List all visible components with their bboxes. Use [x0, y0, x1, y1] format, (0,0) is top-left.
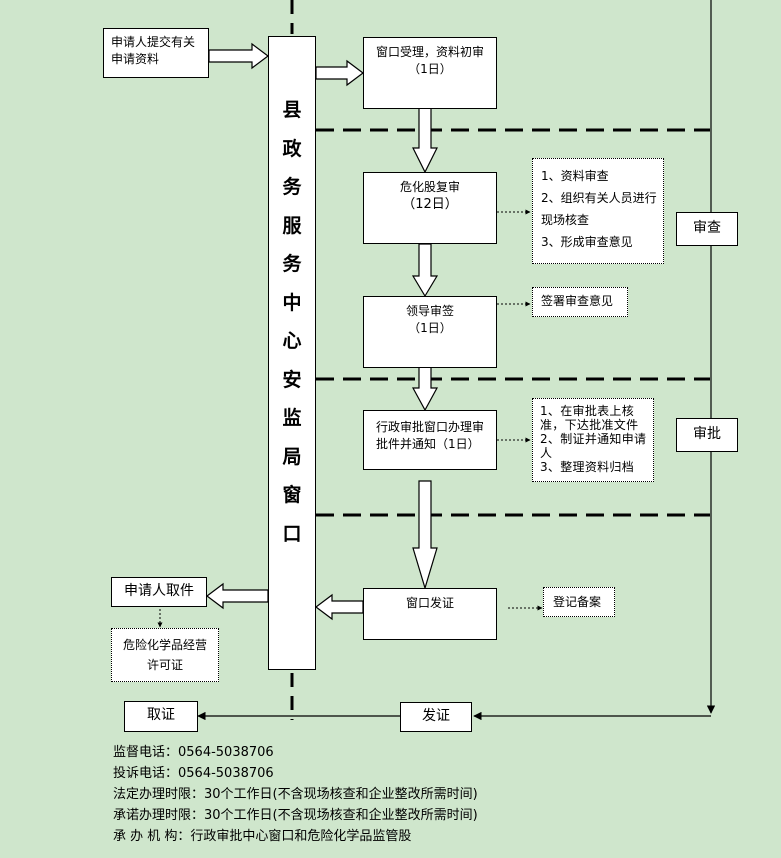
- stage-approval-label: 审批: [676, 418, 738, 452]
- applicant-submit-box: 申请人提交有关 申请资料: [103, 28, 209, 78]
- window-accept-line-1: 窗口受理，资料初审: [375, 45, 484, 59]
- hazchem-review-line-2: （12日）: [402, 197, 458, 212]
- hazchem-review-box: 危化股复审 （12日）: [363, 172, 497, 244]
- window-char-8: 监: [282, 407, 302, 429]
- footer-handling-agency: 承 办 机 构：行政审批中心窗口和危险化学品监管股: [113, 829, 412, 844]
- block-arrow-approval-to-issue: [412, 480, 438, 591]
- sign-opinion-box: 签署审查意见: [532, 287, 628, 317]
- approval-note-1: 1、在审批表上核: [540, 404, 635, 418]
- stage-approval-text: 审批: [693, 426, 721, 442]
- window-char-6: 心: [282, 330, 302, 352]
- window-char-2: 务: [282, 176, 302, 198]
- applicant-collect-text: 申请人取件: [124, 583, 194, 599]
- license-line-2: 许可证: [146, 658, 183, 672]
- window-char-11: 口: [282, 522, 302, 545]
- footer-complaint-phone: 投诉电话：0564-5038706: [113, 766, 274, 781]
- leader-sign-box: 领导审签 （1日）: [363, 296, 497, 368]
- approval-note-3: 2、制证并通知申请: [540, 432, 647, 446]
- applicant-collect-box: 申请人取件: [111, 577, 207, 607]
- applicant-submit-line-2: 申请资料: [111, 52, 160, 66]
- approval-note-2: 准，下达批准文件: [540, 418, 639, 432]
- license-box: 危险化学品经营 许可证: [111, 628, 219, 682]
- window-char-5: 中: [282, 291, 302, 314]
- approval-note-5: 3、整理资料归档: [540, 460, 635, 474]
- admin-approval-line-1: 行政审批窗口办理审: [376, 420, 485, 434]
- collect-box: 取证: [124, 701, 198, 732]
- window-issue-box: 窗口发证: [363, 588, 497, 640]
- window-char-3: 服: [282, 214, 302, 237]
- applicant-submit-line-1: 申请人提交有关: [111, 35, 196, 49]
- window-accept-line-2: （1日）: [408, 62, 452, 76]
- sign-opinion-text: 签署审查意见: [541, 294, 614, 308]
- license-line-1: 危险化学品经营: [122, 638, 207, 652]
- approval-note-4: 人: [540, 446, 553, 460]
- issue-box: 发证: [400, 702, 472, 732]
- leader-sign-line-2: （1日）: [408, 321, 452, 335]
- block-arrow-accept-to-review: [412, 107, 438, 174]
- window-issue-text: 窗口发证: [405, 596, 454, 610]
- footer-info: 监督电话：0564-5038706 投诉电话：0564-5038706 法定办理…: [113, 742, 478, 847]
- admin-approval-line-2: 批件并通知（1日）: [376, 437, 480, 451]
- block-arrow-applicant-to-window: [208, 42, 269, 70]
- register-file-text: 登记备案: [553, 595, 602, 609]
- stage-review-text: 审查: [693, 220, 721, 236]
- footer-promised-time-limit: 承诺办理时限：30个工作日(不含现场核查和企业整改所需时间): [113, 808, 478, 823]
- register-file-box: 登记备案: [543, 587, 615, 617]
- county-service-center-window-label: 县政务服务中心安监局窗口: [269, 91, 315, 553]
- window-char-7: 安: [282, 368, 302, 391]
- footer-legal-time-limit: 法定办理时限：30个工作日(不含现场核查和企业整改所需时间): [113, 787, 478, 802]
- block-arrow-window-to-collect: [206, 582, 269, 610]
- review-note-2: 2、组织有关人员进行: [541, 191, 657, 205]
- admin-approval-box: 行政审批窗口办理审 批件并通知（1日）: [363, 410, 497, 470]
- window-char-1: 政: [282, 137, 302, 160]
- leader-sign-line-1: 领导审签: [405, 304, 454, 318]
- window-char-9: 局: [282, 445, 302, 468]
- review-notes-box: 1、资料审查 2、组织有关人员进行 现场核查 3、形成审查意见: [532, 158, 664, 264]
- footer-supervision-phone: 监督电话：0564-5038706: [113, 745, 274, 760]
- block-arrow-review-to-leader: [411, 243, 439, 298]
- window-char-10: 窗: [282, 484, 302, 506]
- review-note-3: 现场核查: [541, 213, 590, 227]
- approval-notes-box: 1、在审批表上核 准，下达批准文件 2、制证并通知申请 人 3、整理资料归档: [532, 398, 654, 482]
- review-note-4: 3、形成审查意见: [541, 235, 633, 249]
- block-arrow-issue-to-window: [315, 593, 364, 621]
- stage-review-label: 审查: [676, 212, 738, 246]
- window-char-4: 务: [282, 253, 302, 275]
- county-service-center-window: 县政务服务中心安监局窗口: [268, 36, 316, 670]
- collect-text: 取证: [147, 707, 175, 723]
- review-note-1: 1、资料审查: [541, 169, 609, 183]
- window-accept-box: 窗口受理，资料初审 （1日）: [363, 37, 497, 109]
- window-char-0: 县: [282, 99, 302, 121]
- issue-text: 发证: [422, 708, 450, 724]
- hazchem-review-line-1: 危化股复审: [399, 180, 460, 194]
- block-arrow-window-to-accept: [315, 59, 364, 87]
